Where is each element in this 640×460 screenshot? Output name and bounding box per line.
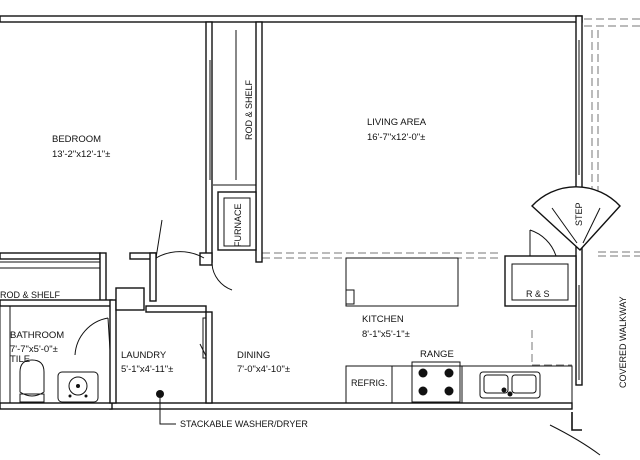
dining-name: DINING	[237, 350, 270, 361]
exterior-walls	[0, 15, 583, 431]
living-name: LIVING AREA	[367, 117, 427, 128]
bedroom-dims: 13'-2"x12'-1"±	[52, 149, 110, 160]
kitchen-sink	[479, 371, 541, 399]
refrig-label: REFRIG.	[351, 378, 388, 388]
step	[531, 186, 621, 251]
range-label: RANGE	[420, 349, 454, 360]
bedroom-walls	[0, 252, 213, 302]
washer-dryer-label: STACKABLE WASHER/DRYER	[180, 419, 308, 429]
covered-walkway-label: COVERED WALKWAY	[618, 296, 628, 388]
kitchen-name: KITCHEN	[362, 314, 404, 325]
washer-dryer-leader	[156, 390, 176, 425]
living-dims: 16'-7"x12'-0"±	[367, 132, 425, 143]
furnace-label: FURNACE	[233, 203, 243, 247]
roof-overhang-lines	[0, 18, 640, 366]
kitchen-counters	[345, 365, 573, 404]
rs-label: R & S	[526, 289, 550, 299]
interior-partitions	[0, 287, 213, 404]
kitchen-island	[345, 257, 459, 307]
laundry-name: LAUNDRY	[121, 350, 167, 361]
rod-shelf-closet-label: ROD & SHELF	[244, 79, 254, 140]
bathroom-fixtures	[0, 305, 99, 404]
step-label: STEP	[574, 202, 584, 226]
dining-dims: 7'-0"x4'-10"±	[237, 364, 290, 375]
covered-walkway-line	[549, 424, 601, 456]
bathroom-dims: 7'-7"x5'-0"±	[10, 344, 58, 355]
furnace-closet	[217, 191, 257, 251]
kitchen-dims: 8'-1"x5'-1"±	[362, 329, 410, 340]
range-cooktop	[411, 361, 461, 403]
rod-shelf-bedroom-label: ROD & SHELF	[0, 290, 61, 300]
rs-closet	[504, 255, 577, 307]
door-swings	[74, 219, 557, 356]
bathroom-extra: TILE	[10, 354, 30, 365]
bathroom-name: BATHROOM	[10, 330, 64, 341]
laundry-dims: 5'-1"x4'-11"±	[121, 364, 173, 375]
bedroom-name: BEDROOM	[52, 134, 101, 145]
